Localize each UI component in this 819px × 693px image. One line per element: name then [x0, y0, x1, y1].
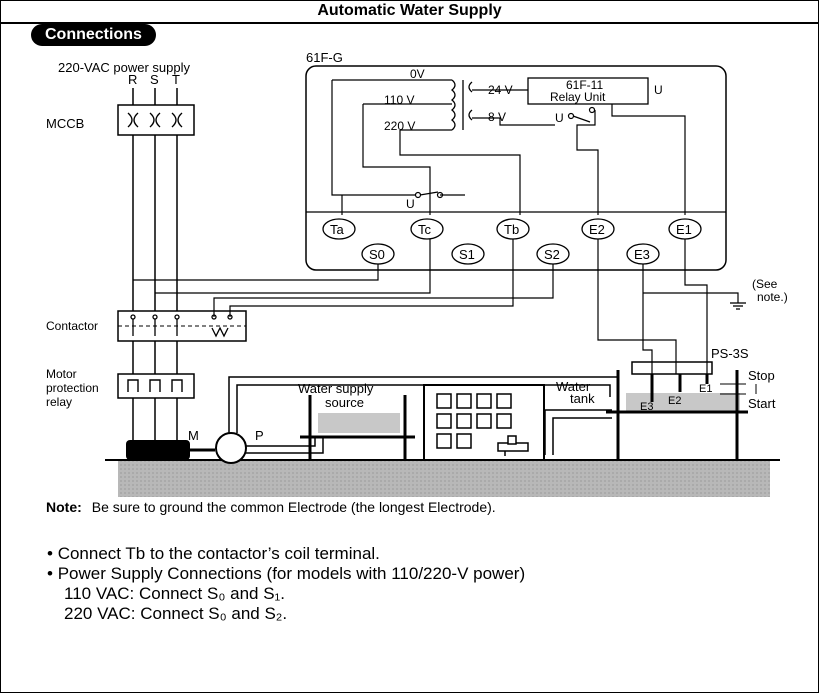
terminal-s1[interactable] [451, 243, 485, 265]
terminal-e3-label: E3 [634, 247, 650, 262]
power-supply-label: 220-VAC power supply [58, 60, 190, 75]
motor-body [126, 440, 190, 460]
electrodes [650, 374, 709, 402]
ps3s-label: PS-3S [711, 346, 749, 361]
pump [215, 432, 247, 464]
motor-relay-label-2: protection [46, 381, 99, 395]
v110-label: 110 V [384, 93, 414, 107]
terminal-s0-label: S0 [369, 247, 385, 262]
terminal-row-top [322, 218, 702, 240]
pump-label: P [255, 428, 264, 443]
terminal-tc-label: Tc [418, 222, 432, 237]
stop-label: Stop [748, 368, 775, 383]
motor-relay-label-1: Motor [46, 367, 77, 381]
controller-model-label: 61F-G [306, 50, 343, 65]
faucet-icon [497, 435, 529, 456]
relay-unit-label: Relay Unit [550, 90, 606, 104]
electrode-e1-label: E1 [699, 383, 712, 395]
relay-unit-box [527, 77, 649, 105]
relay-unit-model: 61F-11 [566, 78, 603, 92]
sub-line-220: 220 VAC: Connect S₀ and S₂. [64, 604, 288, 623]
terminal-tb-label: Tb [504, 222, 519, 237]
terminal-ta[interactable] [322, 218, 356, 240]
water-tank-label-2: tank [570, 391, 595, 406]
v0-label: 0V [410, 67, 425, 81]
phase-t-label: T [172, 72, 180, 87]
wiring-diagram: 220-VAC power supply R S T MCCB Contacto… [46, 50, 788, 497]
switch-u-label: U [406, 197, 415, 211]
relay-contact-u-label: U [555, 111, 564, 125]
water-tank-label-1: Water [556, 379, 591, 394]
note-label: Note: [46, 499, 82, 515]
start-label: Start [748, 396, 776, 411]
ground-icon [730, 302, 746, 310]
motor-label: M [188, 428, 199, 443]
note: Note: Be sure to ground the common Electr… [46, 499, 496, 515]
contactor-label: Contactor [46, 319, 98, 333]
connections-tab[interactable]: Connections [31, 24, 156, 46]
terminal-ta-label: Ta [330, 222, 345, 237]
electrode-e2-label: E2 [668, 395, 681, 407]
ground-area [118, 460, 770, 497]
mccb-label: MCCB [46, 116, 84, 131]
terminal-row-bottom [361, 243, 660, 265]
relay-u-label: U [654, 83, 663, 97]
water-source-label-1: Water supply [298, 381, 374, 396]
ps3s-holder [631, 361, 713, 375]
water-source-label-2: source [325, 395, 364, 410]
page-title: Automatic Water Supply [0, 0, 819, 24]
phase-r-label: R [128, 72, 137, 87]
water-source-water [318, 413, 400, 433]
motor-relay-label-3: relay [46, 395, 72, 409]
note-text: Be sure to ground the common Electrode (… [91, 499, 496, 515]
transformer [450, 79, 473, 131]
controller-box [305, 65, 727, 271]
terminal-tc[interactable] [410, 218, 444, 240]
v8-label: 8 V [488, 110, 506, 124]
external-wiring [133, 239, 739, 374]
terminal-e2-label: E2 [589, 222, 605, 237]
instruction-list: • Connect Tb to the contactor’s coil ter… [47, 544, 525, 624]
bullet-1: • Connect Tb to the contactor’s coil ter… [47, 544, 380, 563]
bullet-2: • Power Supply Connections (for models w… [47, 564, 526, 583]
terminal-e1-label: E1 [676, 222, 692, 237]
terminal-s1-label: S1 [459, 247, 475, 262]
phase-s-label: S [150, 72, 159, 87]
sub-line-110: 110 VAC: Connect S₀ and S₁. [64, 584, 286, 603]
see-note-label-2: note.) [757, 290, 788, 304]
water-tank-water [626, 393, 740, 411]
terminal-s2-label: S2 [544, 247, 560, 262]
see-note-label-1: (See [752, 277, 778, 291]
electrode-e3-label: E3 [640, 401, 653, 413]
